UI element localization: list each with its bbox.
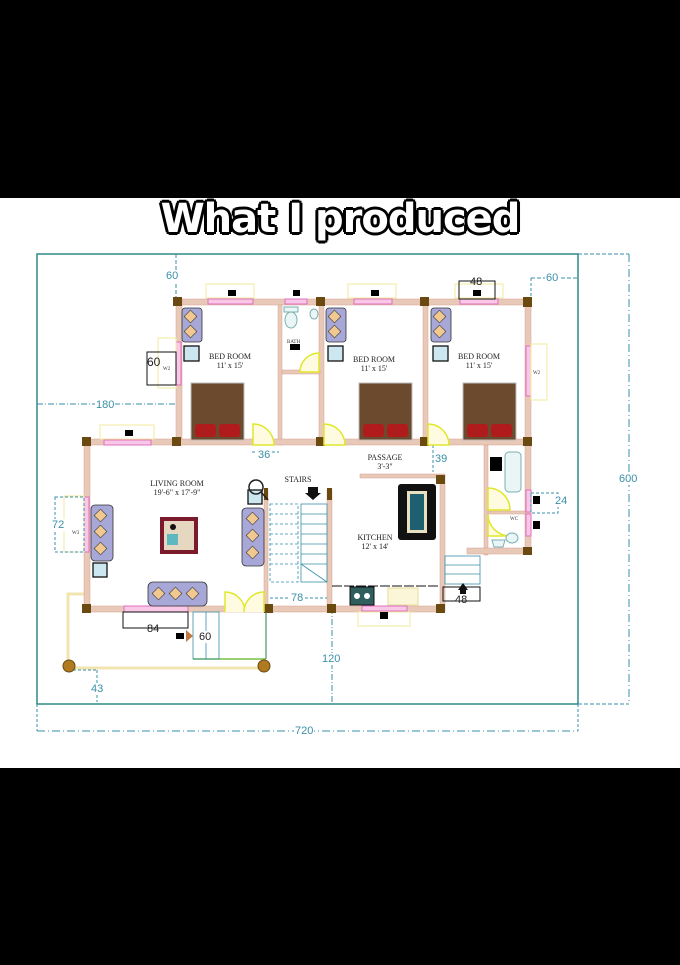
dim-living-window: 72 (51, 519, 66, 531)
bedroom-2-label: BED ROOM 11' x 15' (345, 355, 403, 373)
dining-table (398, 484, 436, 540)
kitchen-size: 12' x 14' (361, 542, 389, 551)
dim-top-window: 48 (470, 276, 483, 288)
dim-living-bottom-window: 84 (147, 623, 160, 635)
dim-entry-steps: 60 (199, 631, 212, 643)
dim-porch-setback: 43 (90, 683, 105, 695)
bedroom-1-label: BED ROOM 11' x 15' (201, 352, 259, 370)
passage-size: 3'-3" (377, 462, 393, 471)
bedroom-2-name: BED ROOM (352, 355, 395, 364)
dim-back-steps: 48 (455, 594, 468, 606)
porch-outline (66, 592, 265, 670)
columns (82, 297, 532, 613)
bedroom-1-name: BED ROOM (208, 352, 251, 361)
electrical-markers (125, 290, 540, 639)
water-heater (490, 457, 502, 471)
center-table (160, 517, 198, 554)
living-room-name: LIVING ROOM (150, 479, 204, 488)
dim-plot-width: 720 (294, 725, 315, 737)
entry-arrows (186, 487, 468, 642)
dim-door-width: 36 (257, 449, 272, 461)
window-tag-w2-right: W2 (533, 371, 541, 376)
caption-title: What I produced (160, 196, 521, 242)
plot-border (36, 253, 579, 705)
bedroom-3-label: BED ROOM 11' x 15' (450, 352, 508, 370)
living-room-size: 19'-6" x 17'-9" (153, 488, 201, 497)
dim-plot-depth: 600 (618, 473, 639, 485)
bedroom-1-size: 11' x 15' (216, 361, 244, 370)
bedroom-3-name: BED ROOM (457, 352, 500, 361)
bath-fixtures (283, 306, 522, 548)
dim-top-left-setback: 60 (165, 270, 180, 282)
stair-treads (192, 503, 481, 660)
passage-name: PASSAGE (367, 453, 403, 462)
living-room-label: LIVING ROOM 19'-6" x 17'-9" (140, 479, 214, 497)
window-tag-w3: W3 (72, 531, 80, 536)
dim-left-setback: 180 (95, 399, 116, 411)
passage-label: PASSAGE 3'-3" (356, 453, 414, 471)
dim-front-setback: 120 (321, 653, 342, 665)
dim-stairs-width: 78 (290, 592, 305, 604)
windows (83, 298, 532, 613)
kitchen-name: KITCHEN (357, 533, 393, 542)
bath-label: BATH (287, 340, 301, 345)
sofa-cushions (93, 508, 260, 601)
dim-top-right-setback: 60 (545, 272, 560, 284)
bedroom-2-size: 11' x 15' (360, 364, 388, 373)
dim-bath-window: 24 (554, 495, 569, 507)
bedroom-cushions (183, 309, 447, 339)
kitchen-sink (387, 587, 419, 606)
doors (224, 352, 511, 613)
wc-label: WC (510, 517, 519, 522)
window-tag-w2-left: W2 (163, 367, 171, 372)
lamp (248, 479, 269, 501)
kitchen-label: KITCHEN 12' x 14' (346, 533, 404, 551)
stove (349, 586, 375, 606)
dim-bedroom-window: 60 (147, 355, 161, 369)
porch-columns (62, 659, 271, 673)
bedroom-3-size: 11' x 15' (465, 361, 493, 370)
dim-passage: 39 (434, 453, 449, 465)
stairs-label: STAIRS (284, 475, 312, 484)
beds (190, 382, 517, 441)
drawing-panel (0, 198, 680, 768)
